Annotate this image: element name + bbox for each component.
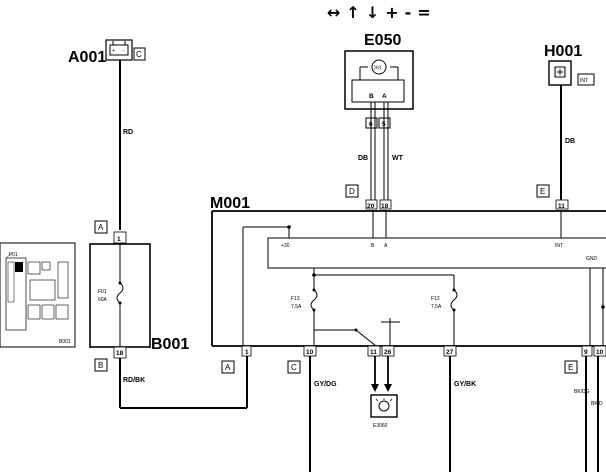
zoom-fit-button[interactable]: = <box>417 3 431 22</box>
svg-text:F12: F12 <box>431 296 440 302</box>
wire-label-bk-d: BK/D <box>591 401 603 407</box>
component-e050[interactable]: E050 )⊙( B A 6 5 <box>344 32 414 129</box>
component-a001[interactable]: A001 + - C <box>68 39 146 66</box>
m001-connector-c: C <box>291 363 297 372</box>
m001-internal-wiring: +30 B A INT GND F13 7,5A F12 7,5A <box>242 211 606 347</box>
svg-text:INT: INT <box>555 243 563 249</box>
b001-locator-thumbnail[interactable]: F01 B001 <box>0 242 76 348</box>
svg-text:B001: B001 <box>59 339 71 345</box>
wire-label-gy-dg: GY/DG <box>314 381 337 388</box>
e050-harness <box>370 102 389 200</box>
wire-label-wt: WT <box>392 155 404 162</box>
battery-icon: + - <box>105 39 133 61</box>
svg-text:A: A <box>384 243 388 249</box>
wire-label-bk-dg: BK/DG <box>574 389 590 395</box>
wire-label-rd: RD <box>123 129 133 136</box>
svg-text:20: 20 <box>367 203 375 210</box>
m001-connector-e-top: E <box>540 187 545 196</box>
pan-up-button[interactable]: ↑ <box>346 3 360 22</box>
h001-connector-int: INT <box>580 78 588 84</box>
svg-text:1: 1 <box>245 349 249 356</box>
a001-connector-c: C <box>136 50 142 59</box>
m001-connector-d: D <box>349 187 355 196</box>
wire-label-rd-bk: RD/BK <box>123 377 145 384</box>
m001-label: M001 <box>210 195 250 212</box>
m001-connector-a: A <box>225 363 231 372</box>
component-h001[interactable]: H001 INT <box>544 43 595 86</box>
component-m001[interactable] <box>211 210 606 347</box>
wire-label-db: DB <box>358 155 368 162</box>
svg-text:+30: +30 <box>281 243 290 249</box>
svg-text:10: 10 <box>306 349 314 356</box>
zoom-in-button[interactable]: + <box>385 3 399 22</box>
svg-text:)⊙(: )⊙( <box>374 65 382 71</box>
svg-text:18: 18 <box>381 203 389 210</box>
svg-text:GND: GND <box>586 256 598 262</box>
svg-text:60A: 60A <box>98 297 108 303</box>
zoom-out-button[interactable]: - <box>404 3 412 22</box>
wire-label-db-right: DB <box>565 138 575 145</box>
svg-text:7,5A: 7,5A <box>431 304 442 310</box>
diagram-toolbar: ↔ ↑ ↓ + - = <box>326 2 456 24</box>
a001-label: A001 <box>68 49 106 66</box>
svg-text:+: + <box>112 48 115 54</box>
svg-text:11: 11 <box>558 203 565 210</box>
e050-label: E050 <box>364 32 401 49</box>
wire-label-gy-bk: GY/BK <box>454 381 476 388</box>
svg-text:9: 9 <box>584 349 588 356</box>
svg-text:B: B <box>369 93 374 100</box>
b001-label: B001 <box>151 336 189 353</box>
svg-text:11: 11 <box>370 349 377 356</box>
harness-wires <box>119 356 599 472</box>
svg-text:18: 18 <box>116 350 124 357</box>
svg-text:F01: F01 <box>98 289 107 295</box>
horn-icon: )⊙( <box>359 59 399 80</box>
svg-text:26: 26 <box>384 349 392 356</box>
svg-text:-: - <box>123 48 125 54</box>
svg-text:B: B <box>371 243 375 249</box>
svg-text:27: 27 <box>446 349 454 356</box>
svg-text:10: 10 <box>596 349 604 356</box>
m001-connector-e-bottom: E <box>568 363 573 372</box>
h001-label: H001 <box>544 43 582 60</box>
e3060-label: E3060 <box>373 423 388 429</box>
svg-text:1: 1 <box>117 236 121 243</box>
pan-horizontal-button[interactable]: ↔ <box>327 3 341 22</box>
component-e3060[interactable]: E3060 <box>370 394 398 429</box>
svg-text:F01: F01 <box>9 252 18 258</box>
svg-text:7,5A: 7,5A <box>291 304 302 310</box>
pan-down-button[interactable]: ↓ <box>365 3 380 22</box>
component-b001[interactable]: F01 60A <box>89 243 151 348</box>
svg-text:F13: F13 <box>291 296 300 302</box>
b001-connector-b: B <box>98 361 103 370</box>
b001-connector-a: A <box>98 223 104 232</box>
key-switch-icon <box>554 66 566 78</box>
svg-text:A: A <box>382 93 387 100</box>
lamp-icon <box>375 398 393 412</box>
